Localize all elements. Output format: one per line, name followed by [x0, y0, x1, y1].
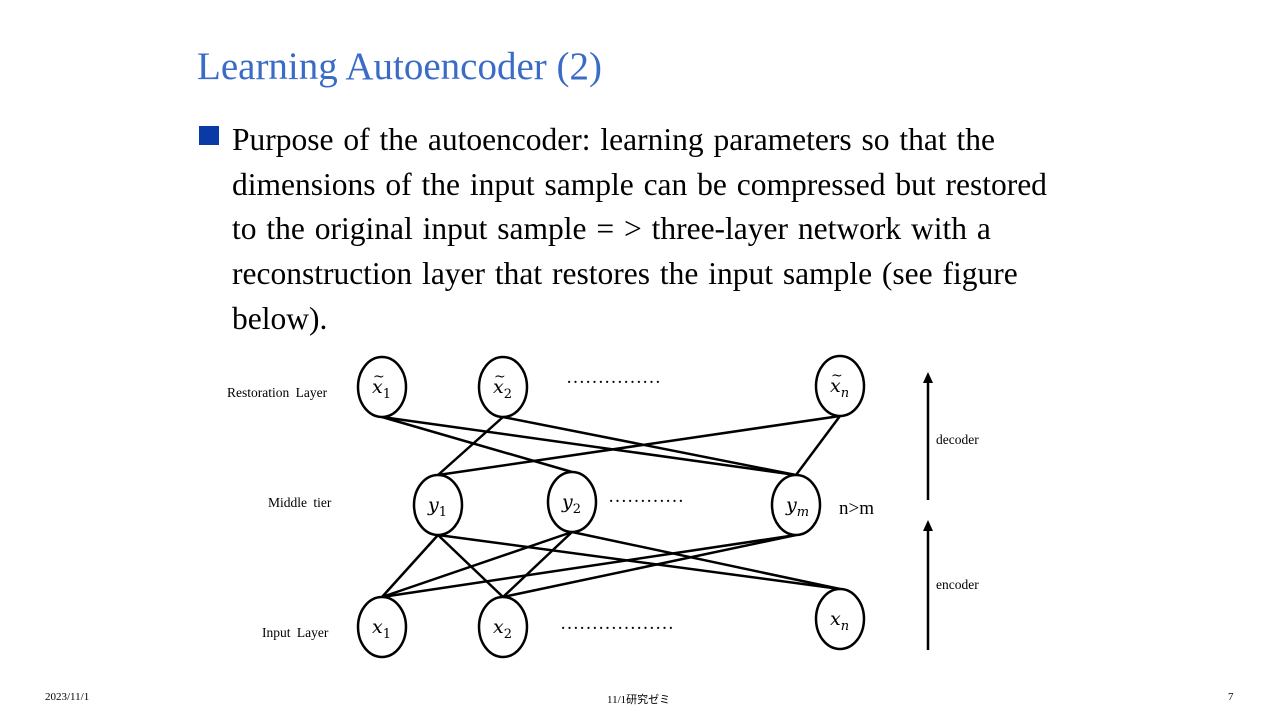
restoration-node-3: xn~ — [814, 354, 866, 418]
node-circle — [477, 595, 529, 659]
encoder-label: encoder — [936, 577, 979, 592]
input-node-3: xn — [814, 587, 866, 651]
edge-restoration-2-to-middle-3 — [502, 415, 797, 477]
node-symbol: ym — [785, 494, 809, 520]
node-symbol: x2 — [493, 376, 512, 402]
edge-input-3-to-middle-2 — [571, 530, 841, 591]
bullet-text: Purpose of the autoencoder: learning par… — [232, 122, 1047, 336]
edge-restoration-1-to-middle-2 — [381, 415, 573, 474]
restoration-node-1: x1~ — [356, 355, 408, 419]
node-circle — [814, 587, 866, 651]
restoration-ellipsis: …………… — [566, 367, 661, 388]
middle-tier-label: Middle tier — [268, 495, 332, 510]
dimension-condition: n>m — [839, 498, 874, 519]
node-symbol: x1 — [372, 616, 391, 642]
node-symbol: x2 — [493, 616, 512, 642]
node-symbol: y2 — [561, 491, 581, 517]
middle-node-1: y1 — [412, 473, 464, 537]
input-node-1: x1 — [356, 595, 408, 659]
node-circle — [356, 355, 408, 419]
decoder-arrow — [923, 372, 933, 500]
footer-title: 11/1研究ゼミ — [607, 694, 671, 706]
footer-date: 2023/11/1 — [45, 691, 90, 703]
input-layer-label: Input Layer — [262, 625, 329, 640]
connection-lines — [381, 414, 842, 599]
page-number: 7 — [1228, 691, 1234, 703]
edge-input-2-to-middle-1 — [437, 534, 504, 598]
decoder-label: decoder — [936, 432, 979, 447]
node-circle — [477, 355, 529, 419]
middle-node-3: ym — [770, 473, 822, 537]
tilde-accent: ~ — [831, 368, 843, 384]
restoration-layer-label: Restoration Layer — [227, 385, 328, 400]
input-ellipsis: ……………… — [560, 613, 674, 634]
node-symbol: x1 — [372, 376, 391, 402]
node-symbol: xn — [830, 608, 849, 634]
node-symbol: xn — [830, 375, 849, 401]
edge-input-1-to-middle-2 — [381, 530, 573, 599]
node-circle — [546, 470, 598, 534]
slide-title: Learning Autoencoder (2) — [197, 45, 603, 88]
tilde-accent: ~ — [373, 369, 385, 385]
edge-input-1-to-middle-3 — [381, 533, 797, 599]
edge-input-1-to-middle-1 — [381, 534, 439, 598]
edge-input-2-to-middle-2 — [502, 531, 573, 598]
edge-restoration-1-to-middle-3 — [381, 415, 797, 477]
encoder-arrow — [923, 520, 933, 650]
edge-restoration-3-to-middle-1 — [437, 414, 841, 477]
edge-restoration-2-to-middle-1 — [437, 416, 504, 476]
square-bullet-icon — [199, 126, 219, 145]
edge-input-2-to-middle-3 — [502, 533, 797, 599]
restoration-node-2: x2~ — [477, 355, 529, 419]
node-circle — [814, 354, 866, 418]
tilde-accent: ~ — [494, 369, 506, 385]
node-circle — [412, 473, 464, 537]
edge-restoration-3-to-middle-3 — [794, 415, 842, 476]
node-symbol: y1 — [427, 494, 447, 520]
input-node-2: x2 — [477, 595, 529, 659]
middle-node-2: y2 — [546, 470, 598, 534]
node-circle — [770, 473, 822, 537]
edge-input-3-to-middle-1 — [437, 533, 841, 591]
node-circle — [356, 595, 408, 659]
middle-ellipsis: ………… — [608, 486, 684, 507]
